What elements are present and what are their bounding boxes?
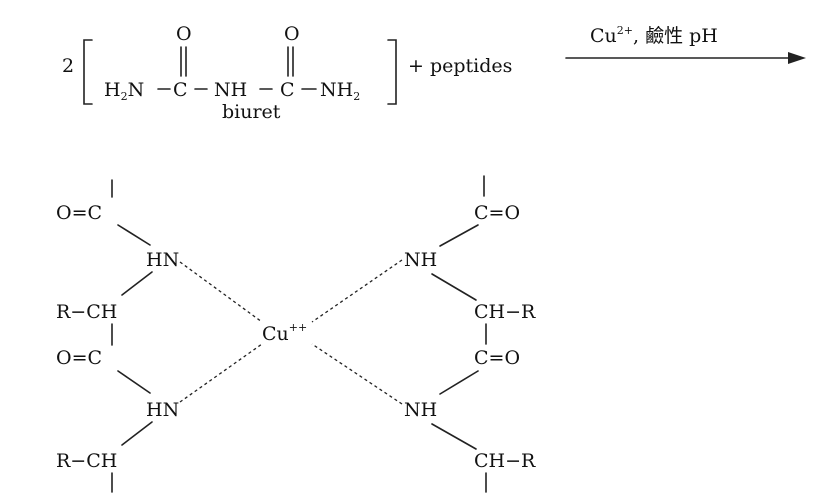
right-co-mid: C=O: [474, 347, 520, 369]
right-ch-r-2: CH−R: [474, 450, 536, 472]
biuret-c2: C: [280, 79, 295, 101]
copper-center: Cu++: [262, 321, 307, 345]
biuret-c1: C: [173, 79, 188, 101]
left-bracket: [83, 39, 93, 105]
left-co-mid: O=C: [56, 347, 102, 369]
biuret-o1: O: [176, 23, 192, 45]
right-ch-r-1: CH−R: [474, 301, 536, 323]
coefficient: 2: [62, 55, 74, 77]
biuret-h2n: H2N: [104, 79, 144, 103]
coord-bond-left-bottom: [179, 343, 263, 403]
reaction-arrow-head: [788, 52, 806, 64]
biuret-nh: NH: [214, 79, 247, 101]
right-bond-c-nh-bottom: [439, 370, 479, 395]
biuret-name: biuret: [222, 101, 281, 123]
left-bond-c-hn-bottom: [117, 370, 151, 394]
left-hn-bottom: HN: [146, 399, 179, 421]
left-bond-c-hn-top: [117, 224, 151, 246]
arrow-label: Cu2+, 鹼性 pH: [590, 24, 718, 47]
biuret-nh2: NH2: [320, 79, 360, 103]
biuret-o2: O: [284, 23, 300, 45]
coord-bond-right-bottom: [311, 343, 403, 405]
right-bond-nh-ch1: [431, 273, 477, 301]
right-bond-c-nh-top: [439, 224, 479, 247]
left-bond-hn-ch2: [121, 421, 153, 446]
left-hn-top: HN: [146, 249, 179, 271]
coord-bond-left-top: [179, 261, 263, 323]
left-bond-hn-ch1: [121, 271, 153, 296]
left-r-ch-1: R−CH: [56, 301, 117, 323]
right-nh-top: NH: [404, 249, 437, 271]
plus-peptides: + peptides: [408, 55, 512, 77]
right-bond-nh-ch2: [431, 423, 477, 450]
coord-bond-right-top: [311, 259, 403, 323]
right-bracket: [387, 39, 397, 105]
left-co-top: O=C: [56, 202, 102, 224]
right-nh-bottom: NH: [404, 399, 437, 421]
right-co-top: C=O: [474, 202, 520, 224]
left-r-ch-2: R−CH: [56, 450, 117, 472]
